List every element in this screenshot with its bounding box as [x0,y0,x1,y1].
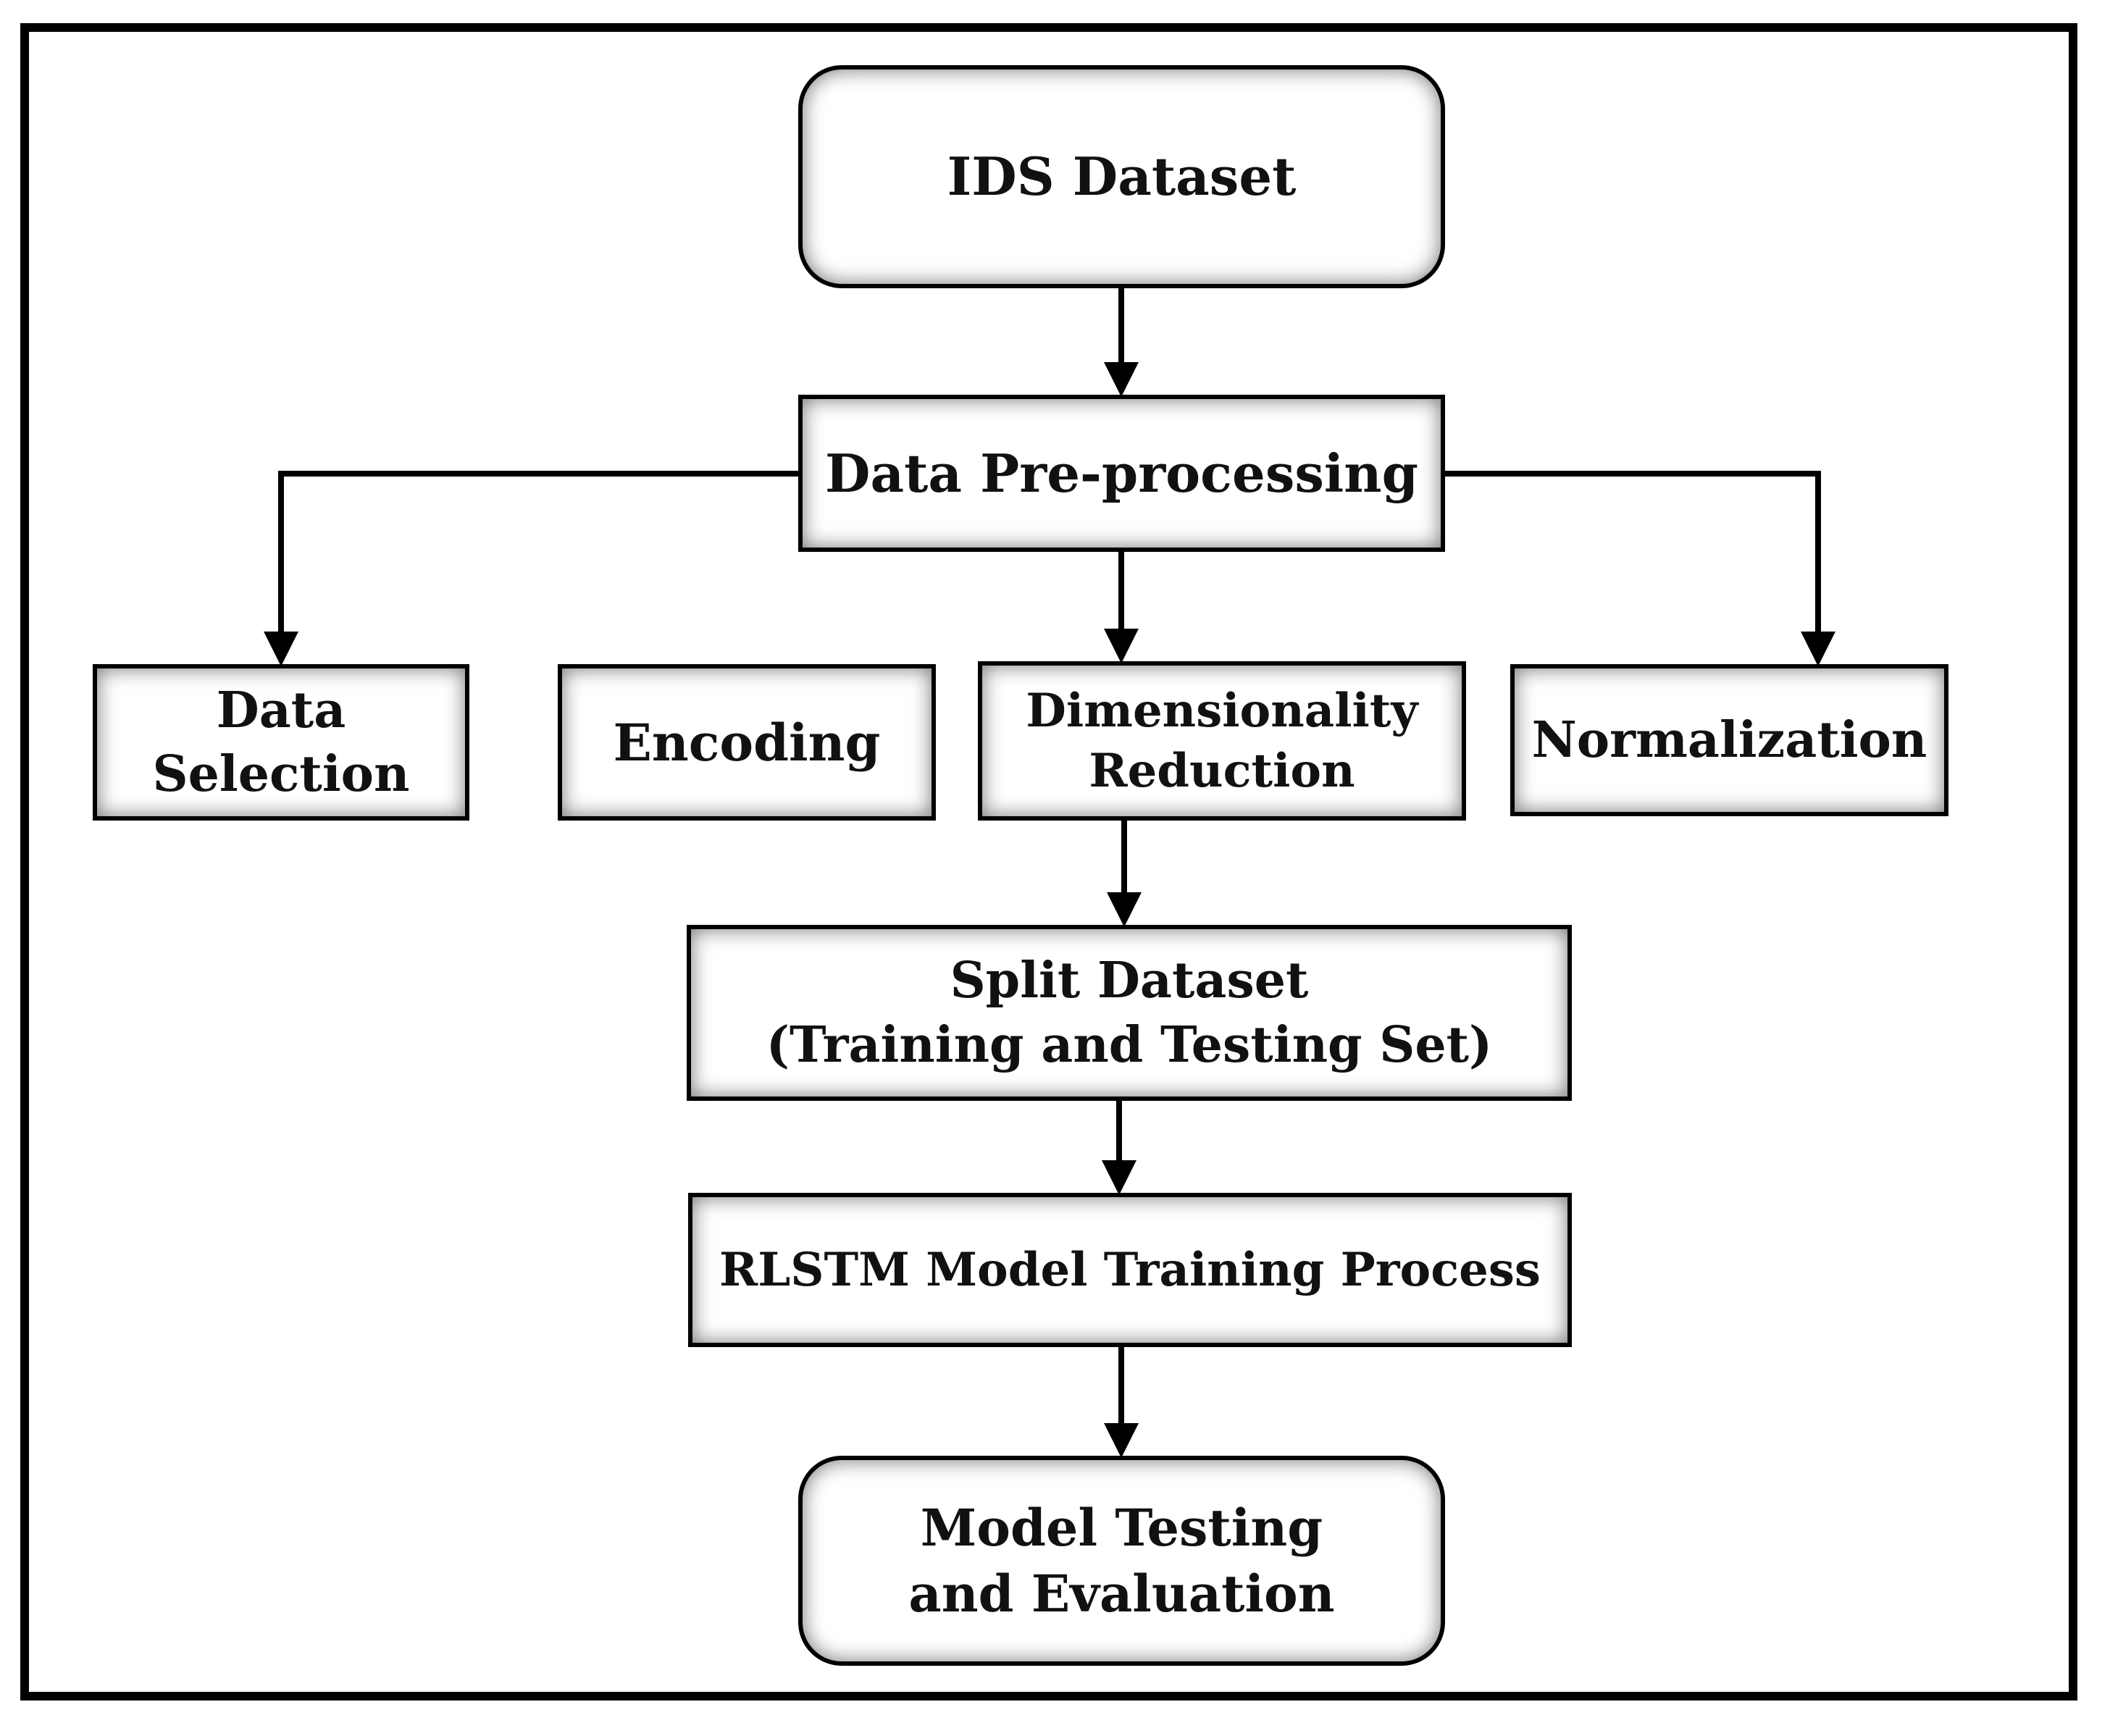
node-dimensionality-reduction: Dimensionality Reduction [978,661,1466,821]
node-data-selection: Data Selection [93,664,469,821]
node-split-dataset-label: Split Dataset (Training and Testing Set) [766,952,1493,1074]
arrow-preprocessing-to-selection [264,471,798,666]
node-normalization: Normalization [1510,664,1948,816]
node-model-testing: Model Testing and Evaluation [798,1456,1445,1666]
diagram-frame [20,23,2077,1701]
node-data-preprocessing: Data Pre-processing [798,395,1445,552]
node-data-selection-label: Data Selection [152,681,410,803]
arrow-preprocessing-to-normalization [1445,471,1835,666]
node-encoding-label: Encoding [613,712,881,773]
node-split-dataset: Split Dataset (Training and Testing Set) [687,925,1572,1101]
node-ids-dataset: IDS Dataset [798,65,1445,288]
node-dimensionality-reduction-label: Dimensionality Reduction [1026,683,1418,798]
node-ids-dataset-label: IDS Dataset [947,146,1297,208]
node-data-preprocessing-label: Data Pre-processing [825,442,1418,504]
node-model-testing-label: Model Testing and Evaluation [908,1498,1335,1624]
node-normalization-label: Normalization [1531,710,1927,769]
node-encoding: Encoding [558,664,936,821]
node-rlstm-training-label: RLSTM Model Training Process [719,1242,1541,1297]
node-rlstm-training: RLSTM Model Training Process [688,1193,1572,1347]
